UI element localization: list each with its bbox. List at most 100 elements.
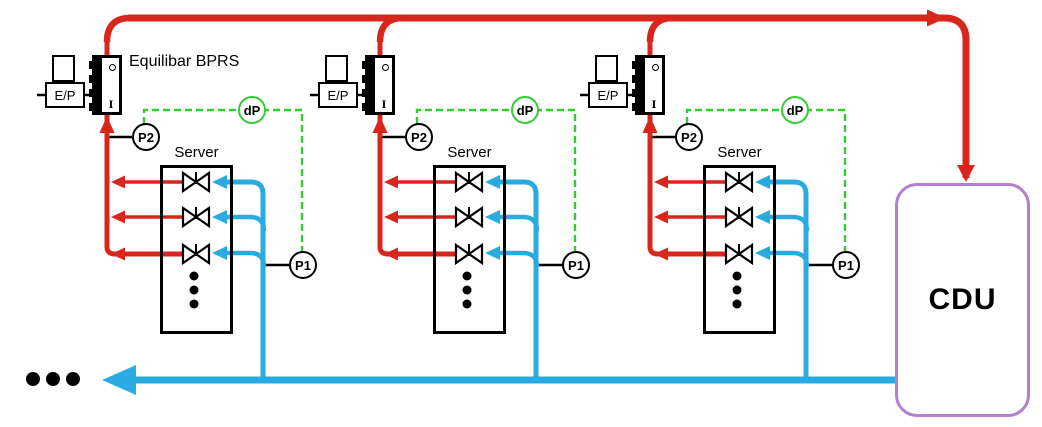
dp-signal-line (415, 108, 577, 251)
cold-supply-main-line (102, 365, 895, 395)
hot-branch-arrow-icon (654, 175, 668, 189)
server-valves (724, 170, 754, 266)
bprs-fin (362, 75, 368, 83)
p2-label: P2 (411, 129, 427, 145)
dot (189, 271, 199, 281)
valve-icon (454, 205, 471, 229)
cold-branch-arrow-icon (212, 175, 227, 189)
equilibar-bprs-label: Equilibar BPRS (129, 53, 240, 70)
valve-icon (467, 170, 484, 194)
cold-branch-arrow-icon (485, 210, 500, 224)
dot (189, 299, 199, 309)
cold-branch-line (499, 250, 540, 268)
valve-icon (737, 205, 754, 229)
bprs-port-circle-icon (652, 64, 659, 71)
dot (462, 299, 472, 309)
valve-icon (724, 205, 741, 229)
ep-transducer-coil (52, 55, 75, 82)
valve-icon (737, 170, 754, 194)
dot (189, 285, 199, 295)
hot-branch-lines (667, 180, 726, 219)
continuation-dot (46, 372, 60, 386)
p2-label: P2 (681, 129, 697, 145)
cold-branch-line (226, 250, 267, 268)
p2-sensor-badge: P2 (132, 123, 160, 151)
valve-icon (724, 170, 741, 194)
bprs-port-circle-icon (109, 64, 116, 71)
ep-label: E/P (597, 87, 619, 103)
cold-riser-line (499, 179, 539, 380)
valve-icon (467, 205, 484, 229)
p1-label: P1 (838, 257, 854, 273)
server-box (160, 165, 233, 334)
dp-sensor-badge: dP (511, 96, 539, 124)
unit-2-lines (310, 14, 577, 380)
bprs-body-bar (95, 58, 102, 112)
valve-icon (454, 170, 471, 194)
valve-icon (181, 170, 198, 194)
valve-icon (181, 205, 198, 229)
cold-branch-arrow-icon (755, 210, 770, 224)
valve-icon (181, 242, 198, 266)
dot (732, 285, 742, 295)
hot-riser-corner (103, 14, 131, 43)
dp-sensor-badge: dP (781, 96, 809, 124)
unit-1-lines (37, 14, 304, 380)
hot-branch-lines (124, 180, 183, 219)
hot-branch-arrow-icon (384, 247, 398, 261)
server-label: Server (447, 144, 492, 161)
ep-transducer: E/P (45, 82, 85, 108)
valve-icon (737, 242, 754, 266)
ep-label: E/P (54, 87, 76, 103)
bprs-regulator: I (632, 55, 665, 115)
bprs-port-label: I (108, 100, 114, 111)
hot-riser-up-arrow-icon (642, 116, 658, 133)
server-more-dots-icon (189, 271, 199, 309)
ep-transducer-coil (325, 55, 348, 82)
cold-branch-arrow-icon (212, 210, 227, 224)
hot-branch-arrow-icon (111, 175, 125, 189)
bprs-body-bar (368, 58, 375, 112)
server-box (703, 165, 776, 334)
cold-branch-arrow-icon (212, 246, 227, 260)
hot-branch-arrow-icon (384, 210, 398, 224)
p2-sensor-badge: P2 (675, 123, 703, 151)
valve-icon (194, 205, 211, 229)
ep-transducer: E/P (588, 82, 628, 108)
dp-label: dP (516, 102, 534, 118)
cdu-label: CDU (928, 283, 997, 316)
bprs-fin (89, 103, 95, 111)
hot-branch-lines (397, 180, 456, 219)
hot-riser-up-arrow-icon (372, 116, 388, 133)
ep-transducer-coil (595, 55, 618, 82)
hot-branch-arrow-icon (111, 210, 125, 224)
valve-icon (194, 170, 211, 194)
bprs-regulator: I (362, 55, 395, 115)
continuation-dot (66, 372, 80, 386)
dp-label: dP (786, 102, 804, 118)
ep-label: E/P (327, 87, 349, 103)
server-more-dots-icon (732, 271, 742, 309)
dp-signal-line (142, 108, 304, 251)
cold-riser-line (226, 179, 266, 380)
cold-branch-line (769, 214, 810, 232)
bprs-body-bar (638, 58, 645, 112)
valve-icon (194, 242, 211, 266)
cdu-box: CDU (895, 183, 1030, 417)
cold-branch-line (499, 214, 540, 232)
bprs-fin (89, 89, 95, 97)
bprs-fin (632, 75, 638, 83)
bprs-fin (632, 103, 638, 111)
p1-sensor-badge: P1 (832, 251, 860, 279)
cold-branch-line (769, 250, 810, 268)
server-valves (181, 170, 211, 266)
hot-riser-corner (646, 14, 674, 43)
server-more-dots-icon (462, 271, 472, 309)
hot-branch-arrow-icon (111, 247, 125, 261)
bprs-port-circle-icon (382, 64, 389, 71)
dp-sensor-badge: dP (238, 96, 266, 124)
hot-riser-up-arrow-icon (99, 116, 115, 133)
bprs-port-label: I (651, 100, 657, 111)
